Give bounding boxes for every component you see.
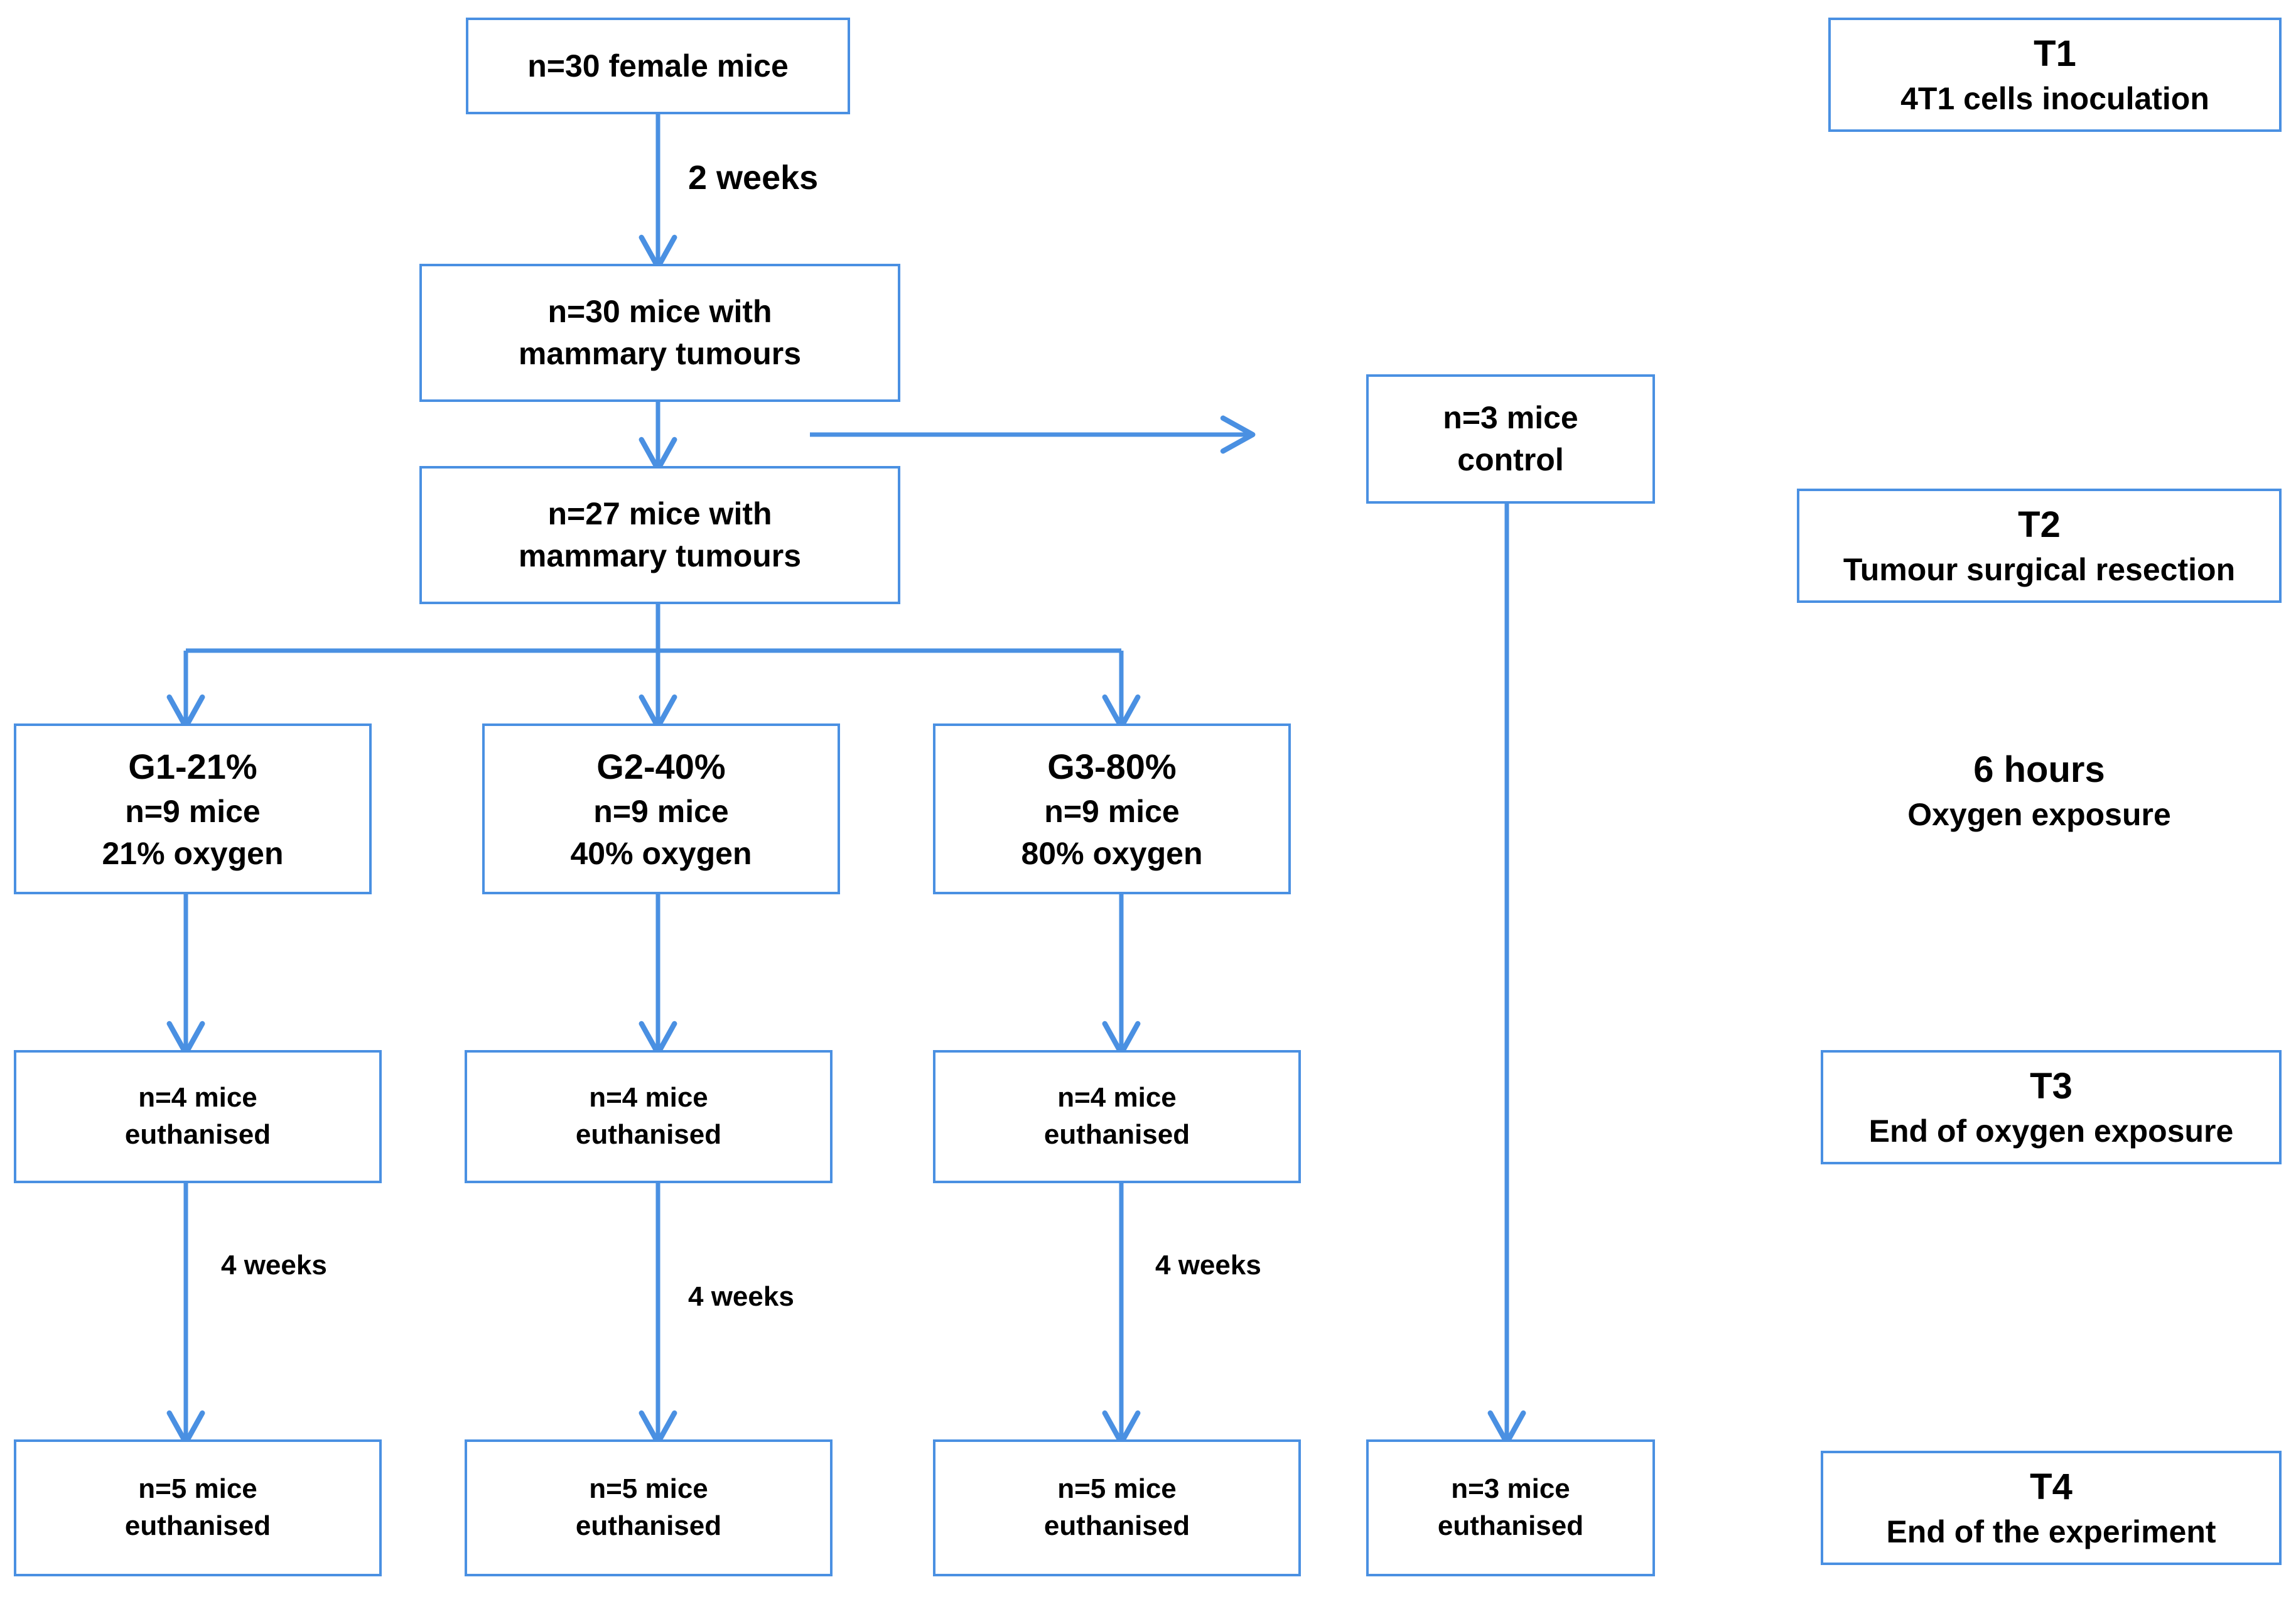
- timeline-label-oxygen-exposure: 6 hours Oxygen exposure: [1797, 734, 2282, 848]
- node-control[interactable]: n=3 mice control: [1366, 374, 1655, 504]
- group-g1-oxygen: 21% oxygen: [102, 835, 284, 871]
- group-g3-oxygen: 80% oxygen: [1021, 835, 1203, 871]
- node-group-g1[interactable]: G1-21% n=9 mice 21% oxygen: [14, 723, 372, 894]
- node-euth4-g3-line-1: n=4 mice: [1057, 1082, 1177, 1113]
- group-g3-heading: G3-80%: [1047, 747, 1177, 787]
- node-euth4-g2-line-1: n=4 mice: [589, 1082, 708, 1113]
- node-group-g2[interactable]: G2-40% n=9 mice 40% oxygen: [482, 723, 840, 894]
- node-euth4-g1-line-2: euthanised: [124, 1119, 271, 1150]
- timeline-t3-caption: End of oxygen exposure: [1868, 1113, 2234, 1149]
- node-euth5-g1-line-1: n=5 mice: [138, 1473, 257, 1505]
- timeline-t1-code: T1: [2034, 33, 2076, 74]
- node-euth5-g3-line-1: n=5 mice: [1057, 1473, 1177, 1505]
- node-euth5-g1-line-2: euthanised: [124, 1510, 271, 1541]
- node-tumours-27-line-1: n=27 mice with: [547, 496, 772, 531]
- timeline-t1-caption: 4T1 cells inoculation: [1900, 81, 2209, 117]
- node-euth4-g2[interactable]: n=4 mice euthanised: [465, 1050, 833, 1183]
- node-euth4-g1[interactable]: n=4 mice euthanised: [14, 1050, 382, 1183]
- node-control-line-2: control: [1457, 442, 1564, 477]
- group-g1-heading: G1-21%: [128, 747, 257, 787]
- group-g2-oxygen: 40% oxygen: [570, 835, 752, 871]
- node-start[interactable]: n=30 female mice: [466, 18, 850, 114]
- node-euth5-g2[interactable]: n=5 mice euthanised: [465, 1439, 833, 1576]
- node-group-g3[interactable]: G3-80% n=9 mice 80% oxygen: [933, 723, 1291, 894]
- timeline-t3-code: T3: [2030, 1065, 2072, 1107]
- edge-label-two-weeks: 2 weeks: [688, 159, 819, 197]
- node-euth3-control-line-2: euthanised: [1437, 1510, 1584, 1541]
- timeline-t4-caption: End of the experiment: [1886, 1514, 2216, 1550]
- node-tumours-30-line-1: n=30 mice with: [547, 294, 772, 329]
- node-euth5-g3[interactable]: n=5 mice euthanised: [933, 1439, 1301, 1576]
- node-tumours-27-line-2: mammary tumours: [518, 538, 802, 573]
- node-tumours-30[interactable]: n=30 mice with mammary tumours: [419, 264, 900, 402]
- group-g3-count: n=9 mice: [1044, 793, 1180, 829]
- edge-label-four-weeks-3: 4 weeks: [1155, 1250, 1261, 1281]
- node-control-line-1: n=3 mice: [1443, 400, 1578, 435]
- node-euth5-g3-line-2: euthanised: [1043, 1510, 1190, 1541]
- node-tumours-30-line-2: mammary tumours: [518, 336, 802, 371]
- group-g2-count: n=9 mice: [593, 793, 729, 829]
- node-euth3-control-line-1: n=3 mice: [1451, 1473, 1570, 1505]
- timeline-node-t4[interactable]: T4 End of the experiment: [1821, 1451, 2282, 1565]
- timeline-node-t2[interactable]: T2 Tumour surgical resection: [1797, 489, 2282, 603]
- node-euth5-g1[interactable]: n=5 mice euthanised: [14, 1439, 382, 1576]
- node-euth5-g2-line-2: euthanised: [575, 1510, 722, 1541]
- timeline-node-t1[interactable]: T1 4T1 cells inoculation: [1828, 18, 2282, 132]
- node-euth4-g3-line-2: euthanised: [1043, 1119, 1190, 1150]
- node-tumours-27[interactable]: n=27 mice with mammary tumours: [419, 466, 900, 604]
- node-euth5-g2-line-1: n=5 mice: [589, 1473, 708, 1505]
- node-euth4-g2-line-2: euthanised: [575, 1119, 722, 1150]
- node-start-line-1: n=30 female mice: [527, 48, 789, 84]
- node-euth4-g3[interactable]: n=4 mice euthanised: [933, 1050, 1301, 1183]
- timeline-t2-code: T2: [2018, 504, 2061, 545]
- group-g2-heading: G2-40%: [596, 747, 726, 787]
- timeline-exposure-duration: 6 hours: [1973, 749, 2105, 790]
- node-euth3-control[interactable]: n=3 mice euthanised: [1366, 1439, 1655, 1576]
- edge-label-four-weeks-2: 4 weeks: [688, 1281, 794, 1312]
- edge-label-four-weeks-1: 4 weeks: [221, 1250, 327, 1281]
- timeline-node-t3[interactable]: T3 End of oxygen exposure: [1821, 1050, 2282, 1164]
- timeline-exposure-caption: Oxygen exposure: [1907, 797, 2171, 833]
- group-g1-count: n=9 mice: [125, 793, 261, 829]
- timeline-t4-code: T4: [2030, 1466, 2072, 1507]
- timeline-t2-caption: Tumour surgical resection: [1843, 552, 2236, 588]
- node-euth4-g1-line-1: n=4 mice: [138, 1082, 257, 1113]
